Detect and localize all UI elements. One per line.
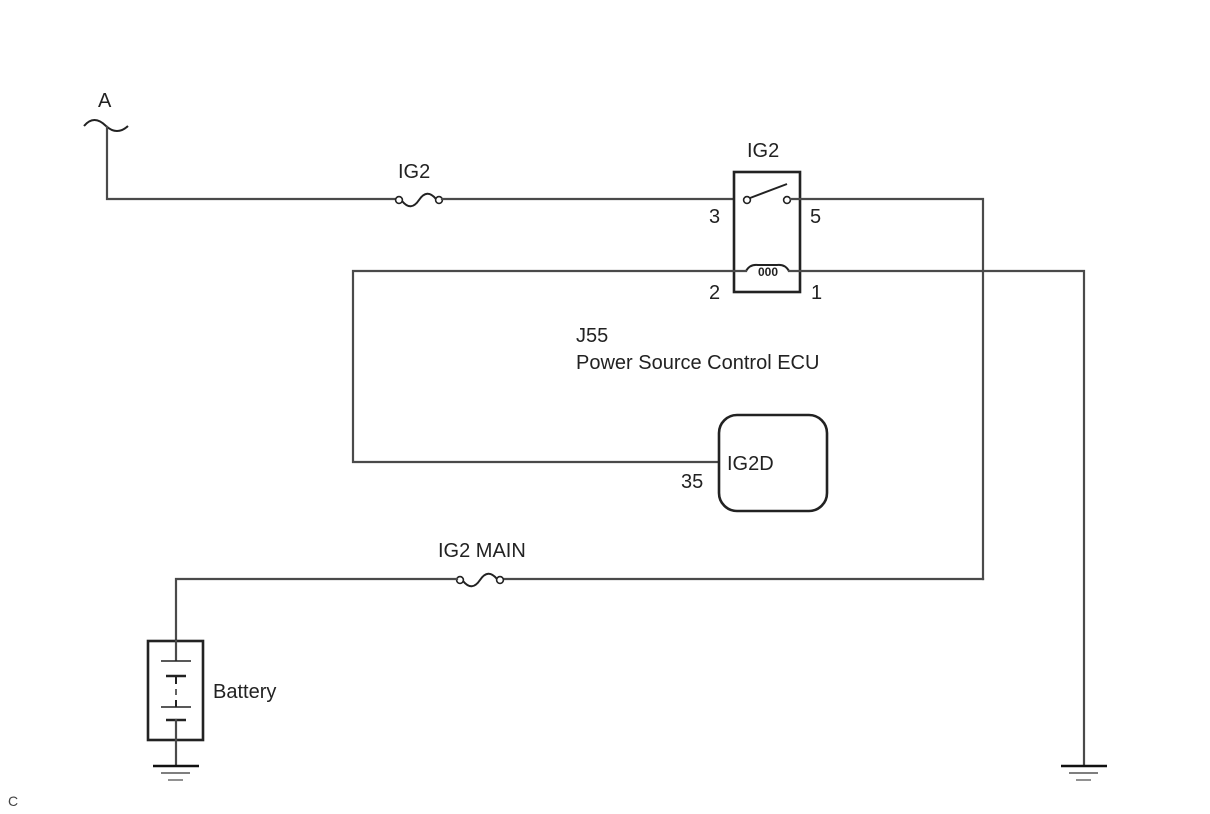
ig2-fuse-icon <box>394 192 444 208</box>
wire-relay-pin5-to-main <box>789 197 985 581</box>
relay-pin-2: 2 <box>709 282 720 304</box>
relay-coil-icon <box>745 263 790 272</box>
connector-a-label: A <box>98 90 112 112</box>
ig2-fuse-label: IG2 <box>398 161 430 183</box>
ecu-terminal-pin: 35 <box>681 471 703 493</box>
relay-coil-glyph: 000 <box>758 265 778 279</box>
relay-ground-icon <box>1061 764 1107 781</box>
corner-mark: C <box>8 793 18 809</box>
ig2-main-fuse-icon <box>455 572 505 588</box>
ecu-name: Power Source Control ECU <box>576 352 819 374</box>
ecu-terminal-name: IG2D <box>727 453 774 475</box>
ecu-terminal-box <box>717 413 829 513</box>
wire-relay-pin2-to-ecu <box>351 269 748 464</box>
ig2-relay-title: IG2 <box>747 140 779 162</box>
ecu-code: J55 <box>576 325 608 347</box>
wire-a-to-ig2-fuse <box>105 125 398 201</box>
relay-pin-5: 5 <box>810 206 821 228</box>
relay-switch-icon <box>742 183 792 205</box>
wire-relay-pin1-to-ground <box>787 269 1086 767</box>
battery-label: Battery <box>213 681 276 703</box>
battery-ground-icon <box>153 764 199 781</box>
relay-pin-3: 3 <box>709 206 720 228</box>
wire-main-to-battery <box>174 577 459 643</box>
ig2-main-fuse-label: IG2 MAIN <box>438 540 526 562</box>
battery-cells-icon <box>161 639 191 742</box>
relay-pin-1: 1 <box>811 282 822 304</box>
